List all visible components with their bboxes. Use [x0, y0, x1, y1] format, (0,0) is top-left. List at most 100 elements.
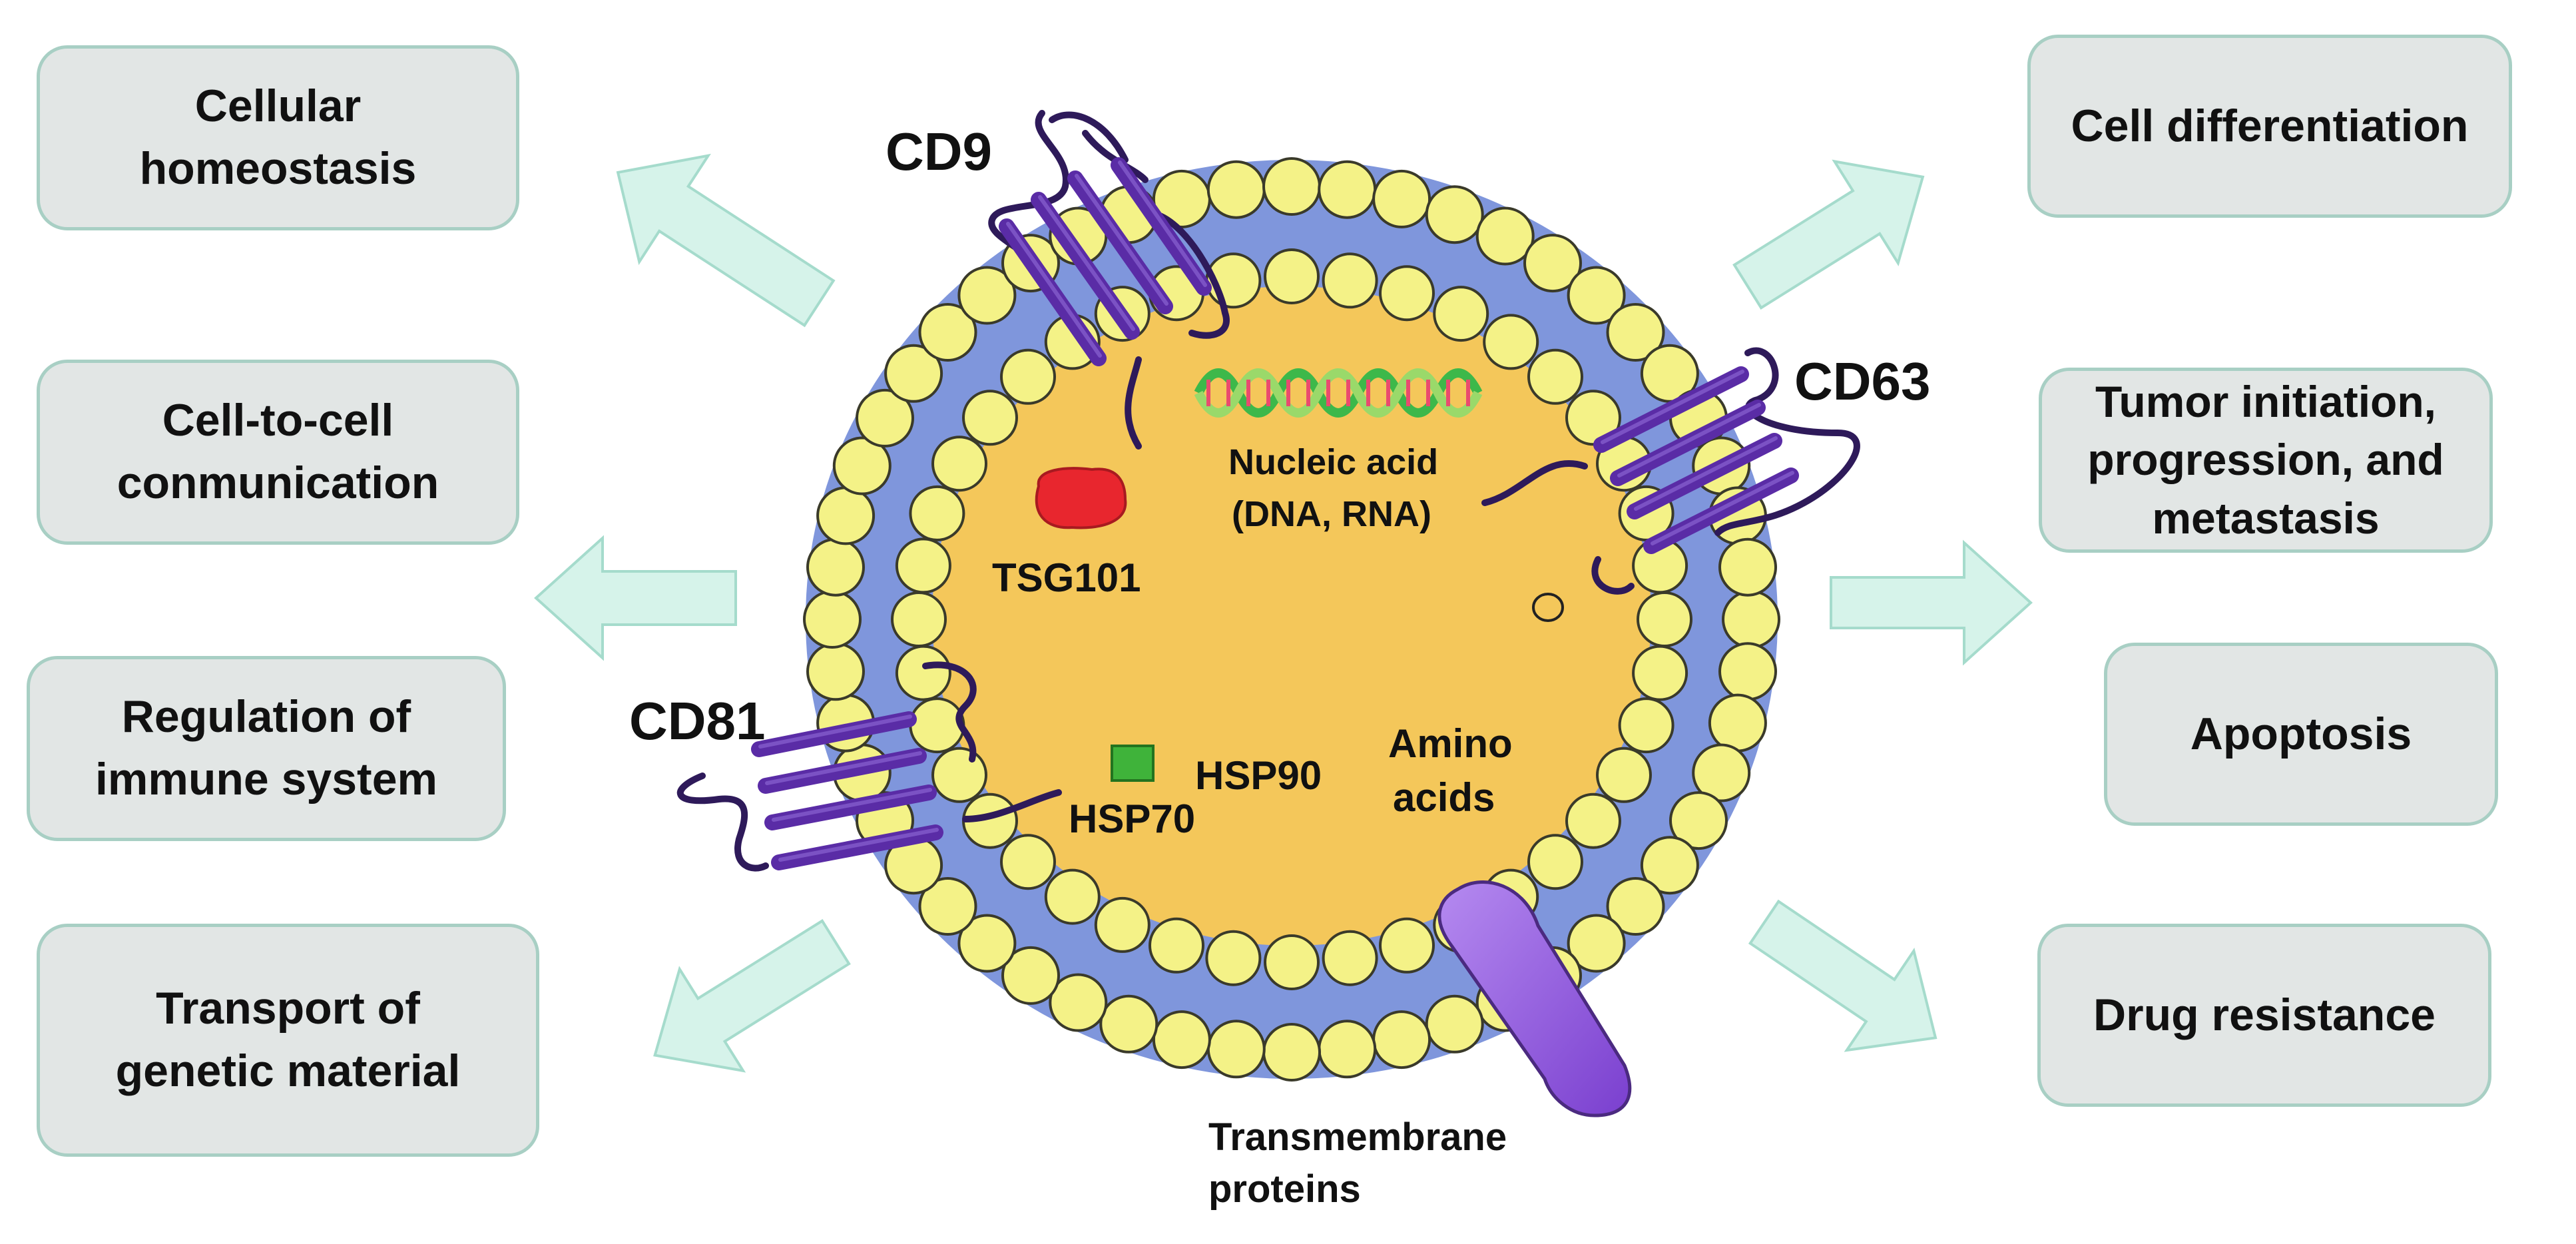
outer-lipid-head [1708, 693, 1767, 753]
inner-lipid-head [1637, 591, 1692, 647]
outer-lipid-heads [803, 157, 1780, 1082]
inner-lipid-head [931, 436, 987, 492]
box-transport-genetic-material: Transport of genetic material [37, 924, 539, 1157]
box-cell-differentiation: Cell differentiation [2027, 35, 2512, 218]
outer-lipid-head [1606, 303, 1665, 362]
inner-lipid-head [1596, 747, 1652, 803]
arrow-to-cellular-homeostasis [616, 153, 836, 328]
label-transmembrane-line1: Transmembrane [1208, 1115, 1507, 1159]
inner-lipid-head [1483, 314, 1539, 370]
outer-lipid-head [1318, 1020, 1377, 1079]
outer-lipid-head [1425, 185, 1484, 244]
label-transmembrane-line2: proteins [1208, 1167, 1361, 1211]
box-drug-resistance: Drug resistance [2037, 924, 2491, 1107]
outer-lipid-head [1262, 157, 1321, 216]
inner-lipid-head [909, 697, 965, 754]
inner-lipid-head [1322, 930, 1378, 986]
outer-lipid-head [1640, 836, 1699, 895]
inner-lipid-head [1149, 917, 1204, 974]
label-cd81: CD81 [629, 691, 766, 751]
inner-lipid-head [1565, 792, 1621, 849]
label-amino-line2: acids [1393, 775, 1495, 820]
transmembrane-protein-icon [1437, 880, 1632, 1117]
inner-lipid-head [1565, 390, 1621, 446]
outer-lipid-head [957, 266, 1017, 325]
label-hsp70: HSP70 [1069, 796, 1195, 841]
tsg101-icon [1035, 467, 1127, 529]
outer-lipid-head [803, 590, 862, 649]
arrow-to-transport-genetic [653, 919, 851, 1073]
inner-lipid-head [1632, 645, 1688, 701]
outer-lipid-head [1152, 1010, 1211, 1070]
outer-lipid-head [1718, 642, 1777, 701]
outer-lipid-head [1206, 1020, 1266, 1079]
box-cell-to-cell-communication: Cell-to-cell conmunication [37, 360, 519, 545]
outer-lipid-head [1523, 234, 1582, 293]
inner-lipid-head [1044, 868, 1101, 925]
outer-lipid-head [918, 303, 977, 362]
inner-lipid-head [1000, 348, 1056, 405]
outer-lipid-head [1606, 877, 1665, 936]
outer-lipid-head [1692, 743, 1751, 802]
arrow-to-tumor-initiation [1830, 539, 2033, 666]
outer-lipid-head [884, 344, 943, 403]
outer-lipid-head [918, 877, 977, 936]
box-cellular-homeostasis: Cellular homeostasis [37, 45, 519, 230]
inner-lipid-head [1527, 348, 1583, 405]
vesicle [803, 157, 1780, 1082]
outer-lipid-head [1206, 160, 1266, 219]
box-apoptosis: Apoptosis [2104, 643, 2498, 826]
label-nucleic-acid-line2: (DNA, RNA) [1232, 494, 1431, 534]
label-cd9: CD9 [886, 122, 992, 181]
outer-lipid-head [1475, 206, 1535, 266]
outer-lipid-head [806, 642, 865, 701]
outer-lipid-head [856, 388, 914, 448]
outer-lipid-head [1722, 590, 1780, 649]
outer-lipid-head [1049, 973, 1108, 1032]
inner-lipid-head [1000, 834, 1056, 890]
label-hsp90: HSP90 [1195, 753, 1322, 798]
inner-lipid-head [1264, 934, 1320, 990]
small-vesicle-icon [1532, 593, 1564, 622]
inner-lipid-head [909, 485, 965, 541]
inner-lipid-head [1379, 265, 1435, 322]
arrow-to-cell-to-cell [534, 535, 737, 661]
arrow-to-drug-resistance [1748, 899, 1937, 1052]
arrow-to-cell-differentiation [1732, 159, 1925, 310]
outer-lipid-head [1372, 1010, 1431, 1070]
box-regulation-immune-system: Regulation of immune system [27, 656, 506, 841]
outer-lipid-head [1567, 266, 1626, 325]
inner-lipid-head [1379, 917, 1435, 974]
inner-lipid-head [895, 645, 951, 701]
box-tumor-initiation: Tumor initiation, progression, and metas… [2039, 368, 2493, 553]
outer-lipid-head [832, 436, 892, 495]
arrows [534, 153, 2033, 1073]
cd9-tetraspanin-icon [988, 110, 1230, 450]
cd63-tetraspanin-icon [1481, 347, 1860, 595]
outer-lipid-head [1318, 160, 1377, 219]
label-nucleic-acid-line1: Nucleic acid [1228, 442, 1438, 482]
cd81-tetraspanin-icon [676, 661, 1062, 872]
outer-lipid-head [816, 486, 876, 545]
outer-lipid-head [1425, 994, 1484, 1054]
outer-lipid-head [1099, 994, 1159, 1054]
outer-lipid-head [1001, 946, 1060, 1005]
outer-lipid-head [1567, 914, 1626, 973]
outer-lipid-head [1262, 1023, 1321, 1082]
outer-lipid-head [1669, 791, 1728, 850]
outer-lipid-head [806, 537, 865, 597]
inner-lipid-head [1094, 896, 1151, 953]
inner-lipid-head [895, 537, 951, 594]
outer-lipid-head [1718, 537, 1777, 597]
hsp70-icon [1111, 745, 1155, 782]
inner-lipid-head [1322, 252, 1378, 309]
inner-lipid-head [1527, 834, 1583, 890]
label-cd63: CD63 [1794, 352, 1931, 411]
inner-lipid-head [891, 591, 947, 647]
inner-lipid-head [1433, 286, 1489, 342]
inner-lipid-head [1264, 248, 1320, 304]
label-amino-line1: Amino [1388, 721, 1513, 766]
dna-helix-icon [1194, 368, 1483, 418]
inner-lipid-head [1205, 930, 1262, 986]
